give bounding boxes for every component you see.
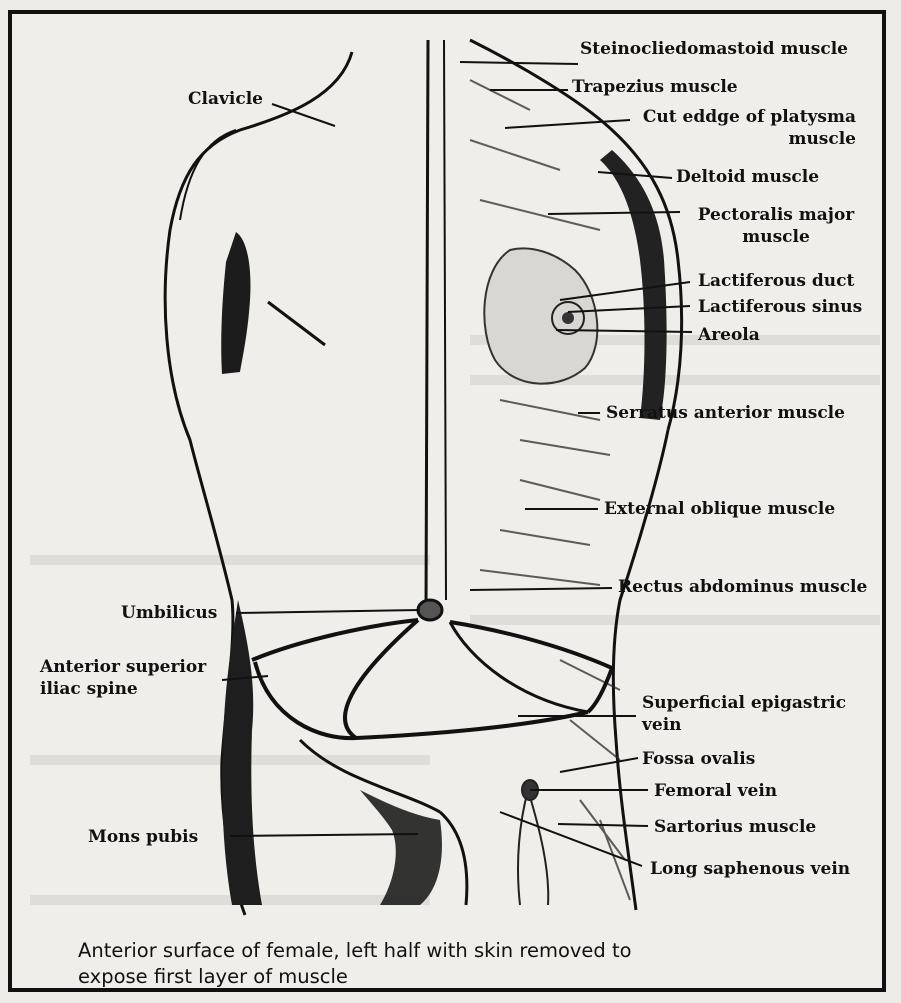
label-steinocliedomastoid-muscle: Steinocliedomastoid muscle xyxy=(580,38,848,60)
muscle-half-outline xyxy=(470,40,682,910)
label-serratus-anterior-muscle: Serratus anterior muscle xyxy=(606,402,845,424)
muscle-hatching xyxy=(470,80,630,900)
body-midline xyxy=(426,40,446,610)
label-lactiferous-duct: Lactiferous duct xyxy=(698,270,854,292)
label-clavicle: Clavicle xyxy=(188,88,263,110)
label-cut-edge-of-platysma-muscle: Cut eddge of platysma muscle xyxy=(636,106,856,150)
label-sartorius-muscle: Sartorius muscle xyxy=(654,816,816,838)
axilla-line xyxy=(268,302,325,345)
leg-veins xyxy=(518,780,548,905)
label-superficial-epigastric-vein: Superficial epigastric vein xyxy=(642,692,872,736)
figure-caption: Anterior surface of female, left half wi… xyxy=(78,938,638,990)
skin-half-outline xyxy=(165,52,352,915)
label-femoral-vein: Femoral vein xyxy=(654,780,777,802)
label-lactiferous-sinus: Lactiferous sinus xyxy=(698,296,862,318)
label-areola: Areola xyxy=(698,324,760,346)
umbilicus-mark xyxy=(418,600,442,620)
flank-shading xyxy=(222,600,442,905)
label-pectoralis-major-muscle: Pectoralis major muscle xyxy=(686,204,866,248)
label-deltoid-muscle: Deltoid muscle xyxy=(676,166,819,188)
label-umbilicus: Umbilicus xyxy=(121,602,217,624)
arm-shadow xyxy=(221,232,250,374)
label-long-saphenous-vein: Long saphenous vein xyxy=(650,858,850,880)
label-mons-pubis: Mons pubis xyxy=(88,826,198,848)
label-rectus-abdominus-muscle: Rectus abdominus muscle xyxy=(618,576,867,598)
label-trapezius-muscle: Trapezius muscle xyxy=(572,76,738,98)
label-external-oblique-muscle: External oblique muscle xyxy=(604,498,835,520)
breast-region xyxy=(484,248,597,383)
label-fossa-ovalis: Fossa ovalis xyxy=(642,748,755,770)
label-anterior-superior-iliac-spine: Anterior superior iliac spine xyxy=(40,656,220,700)
